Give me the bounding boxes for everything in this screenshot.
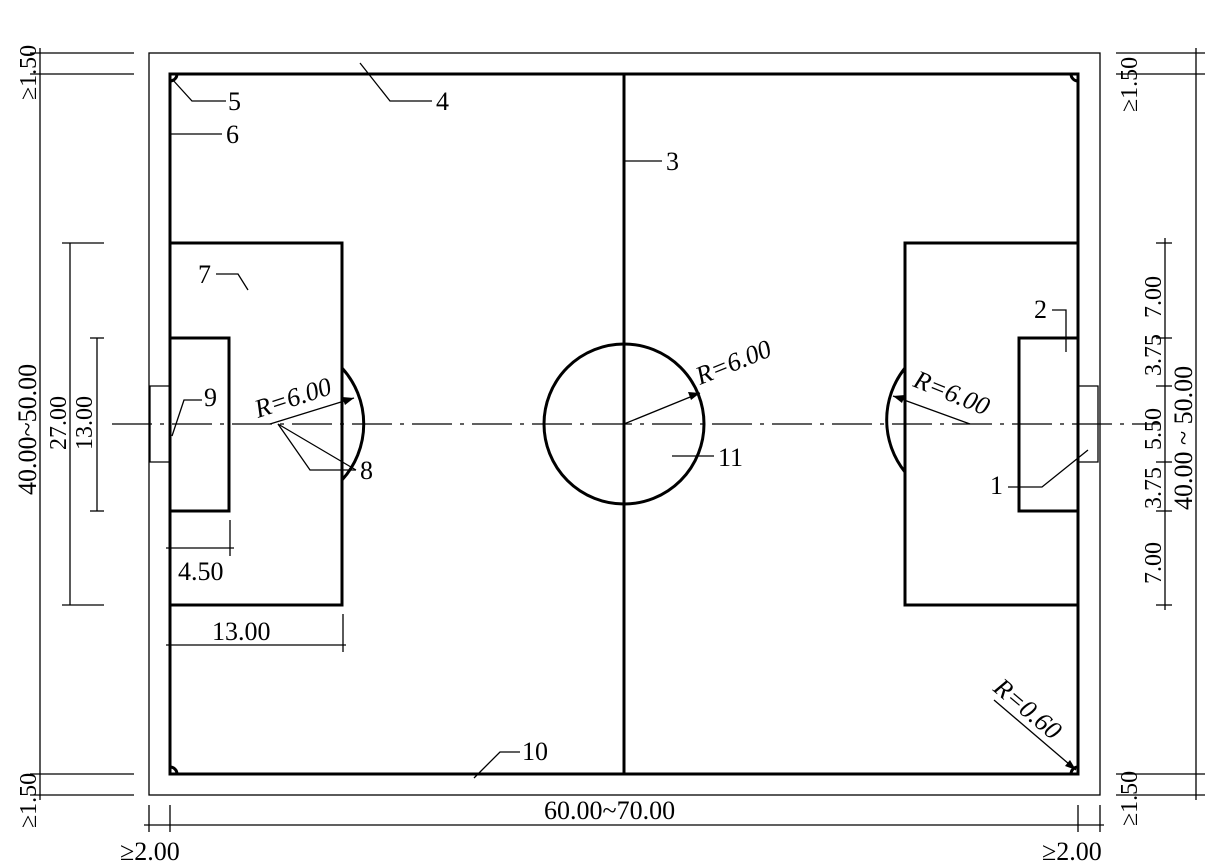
dim-right-seg-upper: 7.00: [1141, 276, 1167, 318]
corner-arc-bottom-left: [169, 765, 179, 775]
center-radius-arrow: [623, 392, 701, 425]
right-radius-arrow: [892, 395, 971, 425]
callout-8: 8: [360, 456, 373, 485]
dim-right-width-range: 40.00 ~ 50.00: [1169, 366, 1198, 510]
right-goal: [1078, 385, 1099, 463]
dim-length-range: 60.00~70.00: [544, 796, 675, 825]
center-circle-radius-label: R=6.00: [690, 334, 775, 391]
left-goal: [149, 385, 170, 463]
dim-right-top-clearance: ≥1.50: [1117, 57, 1143, 112]
corner-radius-label: R=0.60: [987, 672, 1067, 746]
dim-right-seg-lower: 7.00: [1141, 542, 1167, 584]
dim-left-goal-width: 13.00: [72, 396, 98, 450]
right-radius-arrowhead: [893, 395, 905, 403]
dim-left-top-clearance: ≥1.50: [16, 45, 42, 100]
right-penalty-arc: [885, 367, 907, 473]
corner-arc-top-right: [1069, 73, 1079, 83]
callout-1: 1: [990, 471, 1003, 500]
callout-4-leader: [359, 62, 432, 102]
dim-left-width-range: 40.00~50.00: [13, 364, 42, 495]
callout-9: 9: [204, 383, 217, 412]
callout-7: 7: [198, 260, 211, 289]
right-arc-radius-label: R=6.00: [909, 364, 994, 421]
callout-8-leader: [277, 423, 357, 471]
dim-bottom-left-clearance: ≥2.00: [120, 837, 180, 865]
dim-bottom-right-clearance: ≥2.00: [1042, 837, 1102, 865]
dim-right-bottom-clearance: ≥1.50: [1117, 771, 1143, 826]
callout-5: 5: [228, 87, 241, 116]
callout-4: 4: [436, 87, 449, 116]
dim-right-seg-goal-lower: 3.75: [1141, 467, 1167, 509]
callout-11: 11: [718, 443, 743, 472]
callout-3: 3: [666, 147, 679, 176]
corner-arc-top-left: [169, 73, 179, 83]
dim-penalty-depth: 13.00: [212, 617, 271, 646]
left-radius-arrow: [269, 397, 355, 425]
callout-10-leader: [473, 751, 520, 779]
dim-left-bottom-clearance: ≥1.50: [16, 773, 42, 828]
dim-left-penalty-width: 27.00: [46, 396, 72, 450]
callout-10: 10: [522, 737, 548, 766]
dim-right-seg-goal: 5.50: [1141, 408, 1167, 450]
callout-2-leader: [1052, 309, 1067, 352]
dim-right-seg-goal-upper: 3.75: [1141, 334, 1167, 376]
callout-1-leader: [1008, 449, 1089, 488]
center-circle: [542, 342, 706, 506]
right-goal-area: [1017, 336, 1080, 513]
callout-7-leader: [216, 273, 249, 291]
left-arc-radius-label: R=6.00: [250, 372, 335, 424]
callout-6: 6: [226, 120, 239, 149]
left-goal-area: [168, 336, 231, 513]
callout-5-leader: [171, 78, 226, 102]
corner-radius-arrow: [993, 699, 1077, 771]
callout-9-leader: [171, 399, 202, 437]
corner-arc-bottom-right: [1069, 765, 1079, 775]
corner-radius-arrowhead: [1065, 760, 1076, 770]
callout-2: 2: [1034, 295, 1047, 324]
left-radius-arrowhead: [342, 397, 354, 405]
dim-goal-area-depth: 4.50: [178, 557, 224, 586]
center-radius-arrowhead: [688, 392, 700, 400]
